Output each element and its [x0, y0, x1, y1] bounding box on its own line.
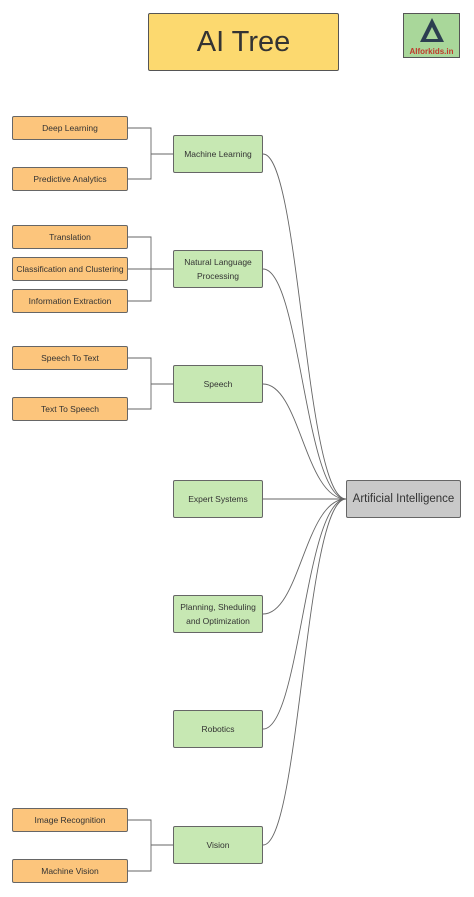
leaf-translation: Translation	[12, 225, 128, 249]
bracket-machine-learning	[128, 127, 173, 180]
category-machine-learning: Machine Learning	[173, 135, 263, 173]
bracket-nlp	[128, 236, 173, 302]
category-vision: Vision	[173, 826, 263, 864]
link-root-vision	[262, 498, 347, 846]
logo-text: AIforkids.in	[409, 47, 454, 56]
bracket-vision	[128, 819, 173, 872]
leaf-machine-vision: Machine Vision	[12, 859, 128, 883]
link-root-planning	[262, 498, 347, 615]
category-nlp: Natural Language Processing	[173, 250, 263, 288]
leaf-speech-to-text: Speech To Text	[12, 346, 128, 370]
category-robotics: Robotics	[173, 710, 263, 748]
link-root-nlp	[262, 268, 347, 500]
category-expert-systems: Expert Systems	[173, 480, 263, 518]
bracket-speech	[128, 357, 173, 410]
link-root-machine-learning	[262, 153, 347, 500]
root-artificial-intelligence: Artificial Intelligence	[346, 480, 461, 518]
page-title: AI Tree	[148, 13, 339, 71]
leaf-predictive-analytics: Predictive Analytics	[12, 167, 128, 191]
leaf-classification-clustering: Classification and Clustering	[12, 257, 128, 281]
link-root-robotics	[262, 498, 347, 730]
triangle-logo-icon	[420, 18, 444, 42]
category-speech: Speech	[173, 365, 263, 403]
category-planning: Planning, Sheduling and Optimization	[173, 595, 263, 633]
leaf-deep-learning: Deep Learning	[12, 116, 128, 140]
aiforkids-logo: AIforkids.in	[403, 13, 460, 58]
leaf-text-to-speech: Text To Speech	[12, 397, 128, 421]
link-root-speech	[262, 383, 347, 500]
leaf-information-extraction: Information Extraction	[12, 289, 128, 313]
leaf-image-recognition: Image Recognition	[12, 808, 128, 832]
